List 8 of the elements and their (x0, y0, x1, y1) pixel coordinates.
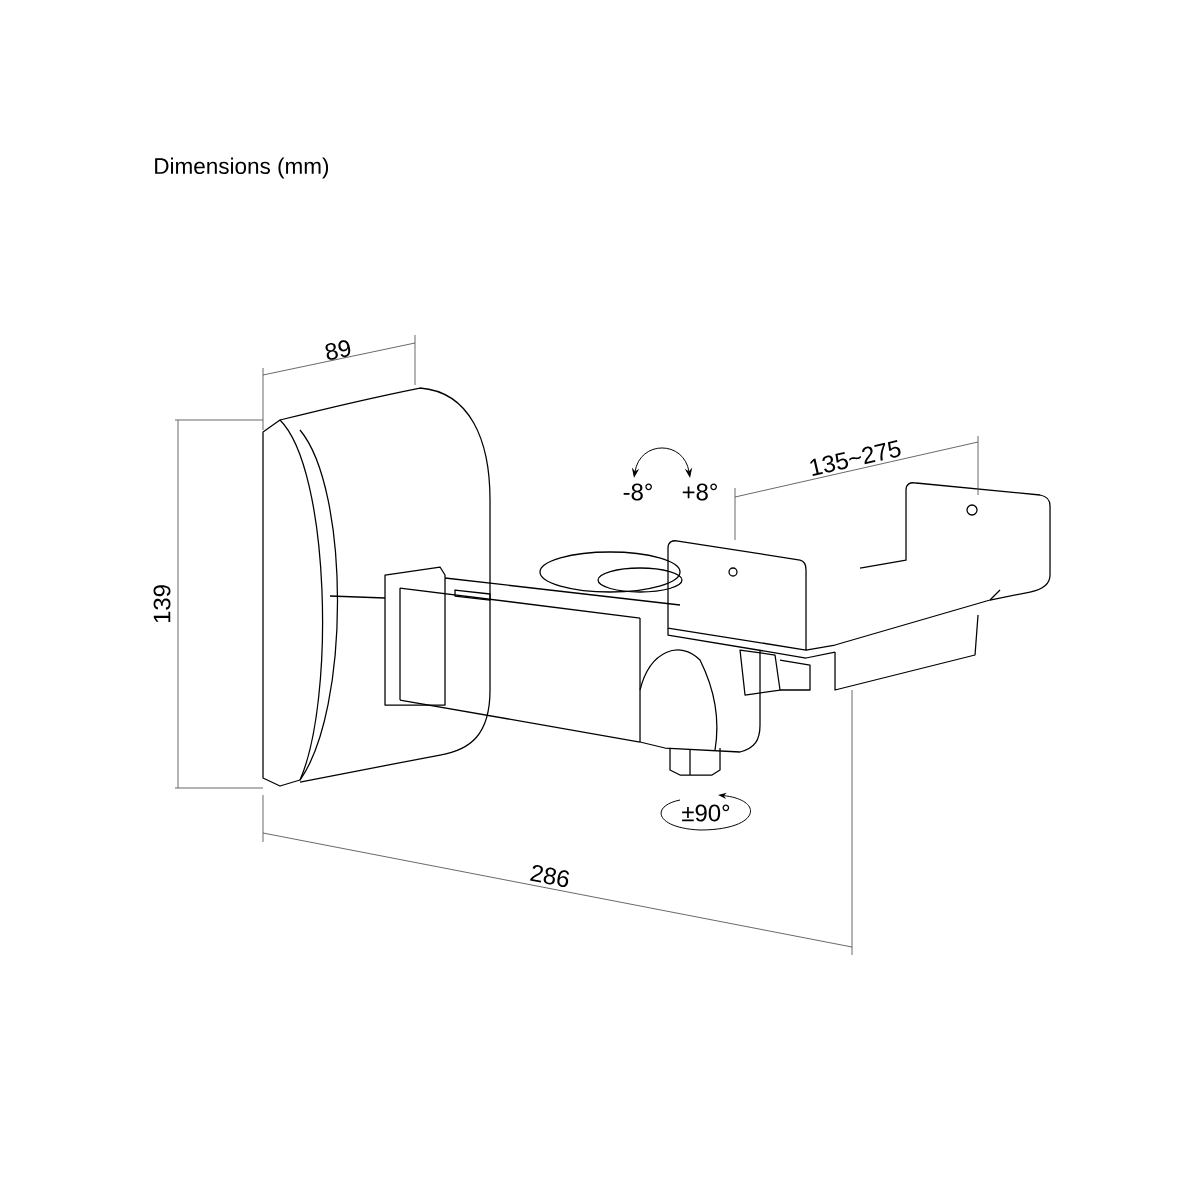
title: Dimensions (mm) (155, 157, 329, 179)
dimension-label: 135~275 (810, 440, 901, 476)
dimension-label: 139 (153, 585, 171, 623)
dimension-label: 286 (530, 865, 570, 888)
angle-label: +8° (682, 483, 717, 501)
dimension-label: 89 (325, 340, 351, 360)
angle-label: -8° (623, 483, 652, 501)
angle-label: ±90° (682, 804, 730, 822)
